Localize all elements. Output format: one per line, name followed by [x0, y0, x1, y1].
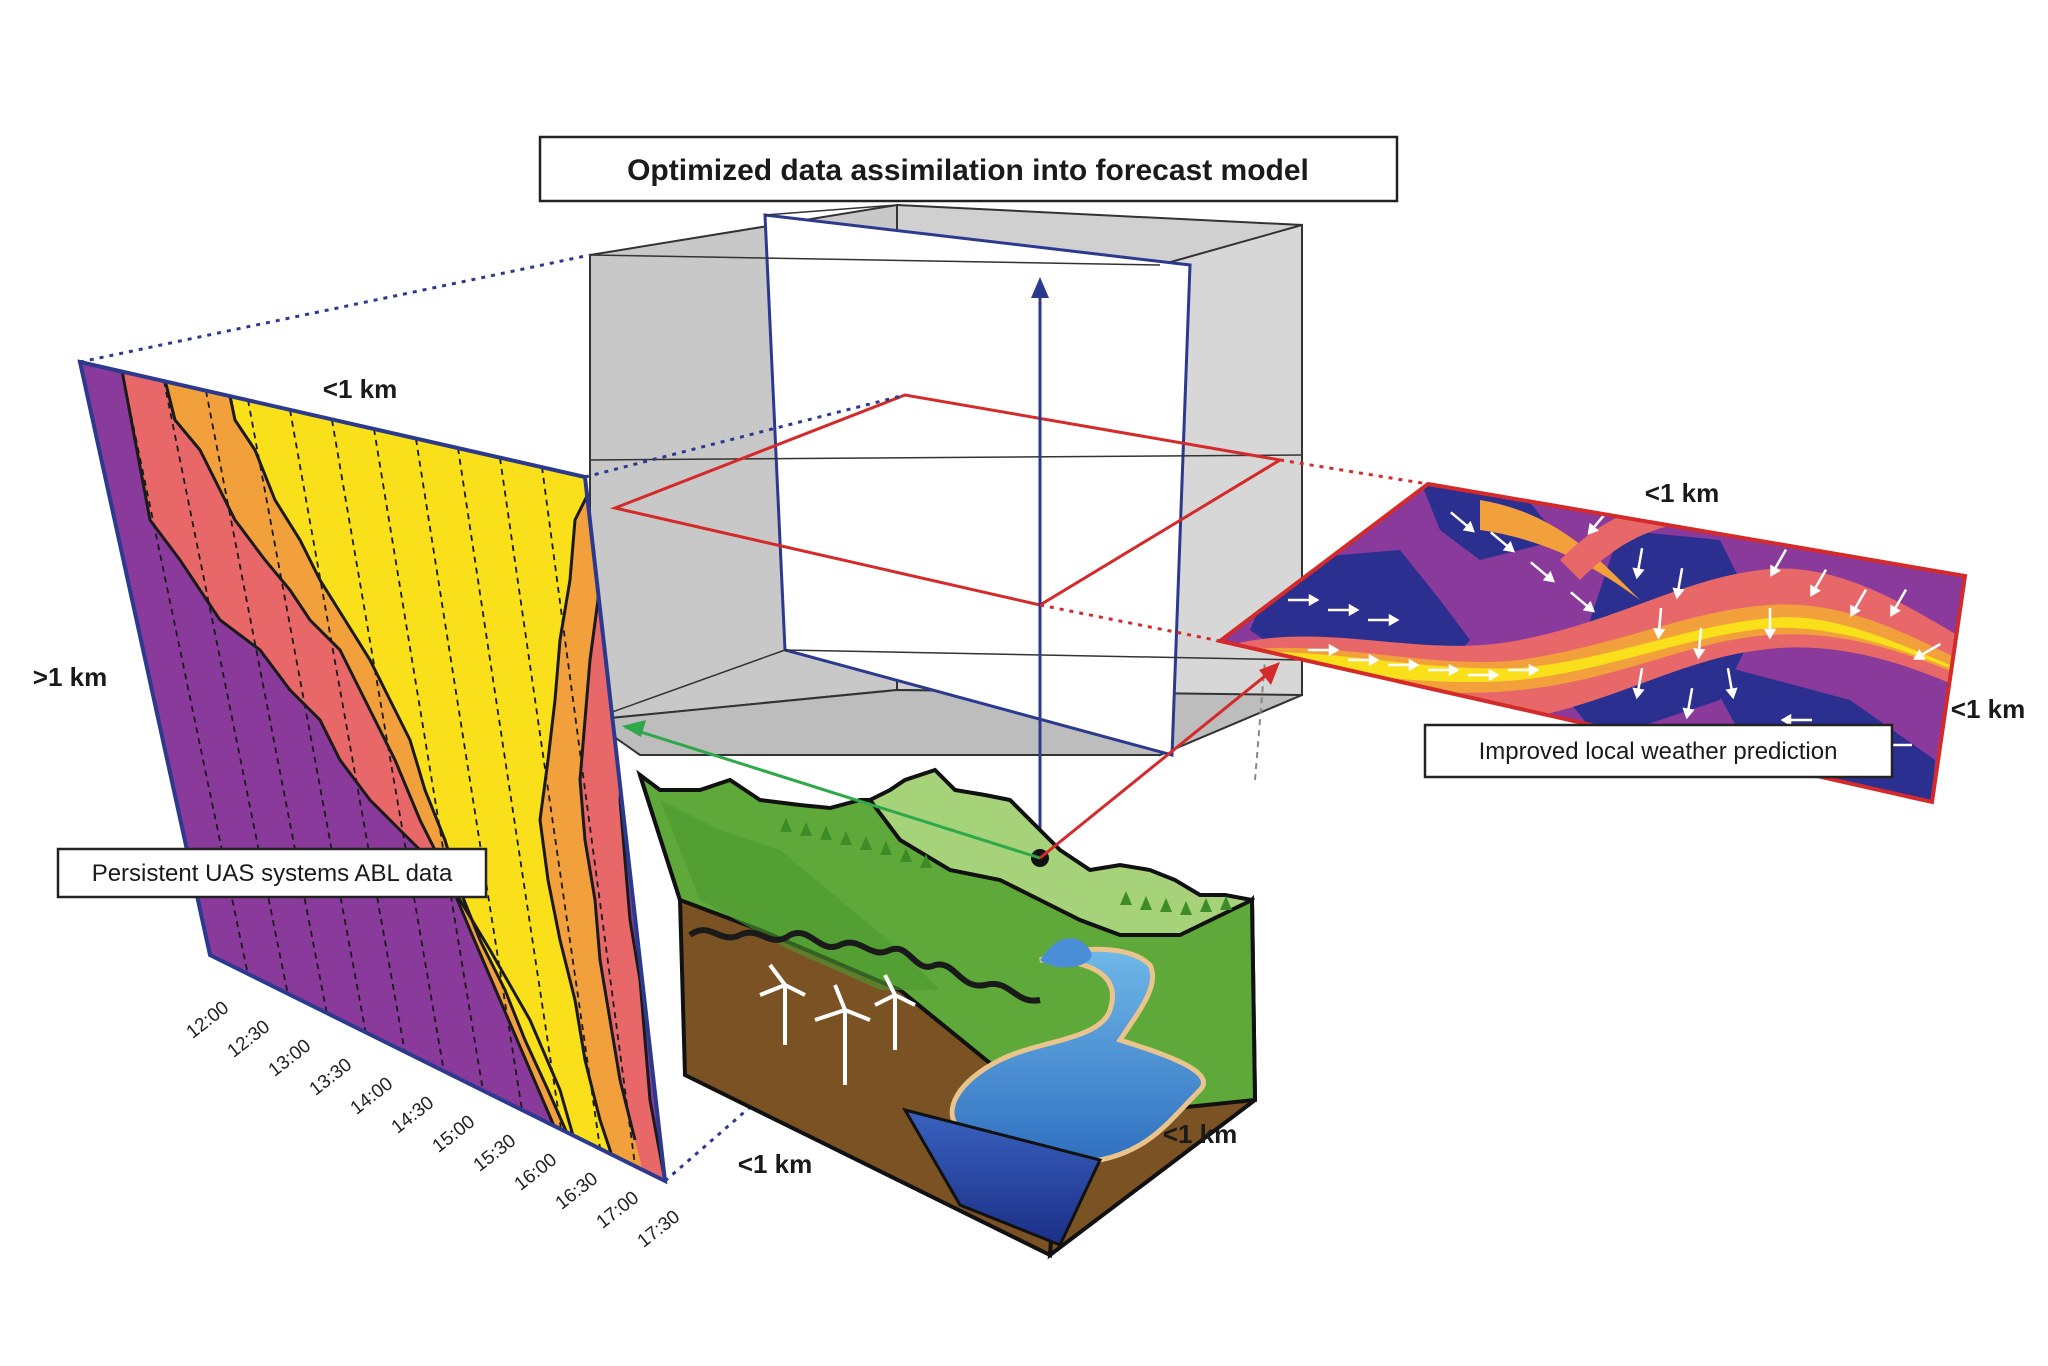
arrow-head-right-icon [1259, 662, 1280, 685]
left-top-scale: <1 km [323, 374, 397, 404]
water-side [901, 1107, 1103, 1247]
time-tick-1230: 12:30 [224, 1016, 274, 1062]
time-tick-1400: 14:00 [347, 1073, 397, 1119]
left-side-scale: >1 km [33, 662, 107, 692]
wind-map-frame [1215, 481, 1968, 805]
terrain-block [622, 662, 1280, 1260]
time-tick-1200: 12:00 [183, 997, 233, 1043]
tree-icon [780, 818, 1232, 915]
title-box: Optimized data assimilation into forecas… [538, 135, 1399, 203]
road [688, 927, 1041, 1004]
time-tick-1700: 17:00 [593, 1187, 643, 1233]
arrow-head-left-icon [622, 720, 646, 737]
assimilation-arrow-green [624, 725, 1041, 860]
terrain-front-scale: <1 km [738, 1149, 812, 1179]
right-caption: Improved local weather prediction [1479, 738, 1838, 765]
right-caption-box: Improved local weather prediction [1423, 723, 1894, 779]
arrow-head-up-icon [1031, 277, 1049, 298]
time-tick-1330: 13:30 [306, 1054, 356, 1100]
model-column [763, 213, 1192, 757]
time-tick-1530: 15:30 [470, 1130, 520, 1176]
assimilation-arrow-red [1039, 666, 1276, 860]
model-box [587, 203, 1303, 855]
left-caption-box: Persistent UAS systems ABL data [56, 847, 488, 899]
projection-lines [79, 253, 1041, 1183]
right-top-scale: <1 km [1645, 478, 1719, 508]
terrain-side-scale: <1 km [1163, 1119, 1237, 1149]
right-side-scale: <1 km [1951, 694, 2025, 724]
left-caption: Persistent UAS systems ABL data [92, 860, 453, 887]
time-tick-1730: 17:30 [634, 1206, 684, 1252]
wind-turbine-icon [759, 963, 916, 1085]
time-tick-1430: 14:30 [388, 1092, 438, 1138]
time-tick-1600: 16:00 [511, 1149, 561, 1195]
time-tick-1300: 13:00 [265, 1035, 315, 1081]
time-tick-1500: 15:00 [429, 1111, 479, 1157]
diagram-title: Optimized data assimilation into forecas… [627, 154, 1309, 187]
time-tick-1630: 16:30 [552, 1168, 602, 1214]
